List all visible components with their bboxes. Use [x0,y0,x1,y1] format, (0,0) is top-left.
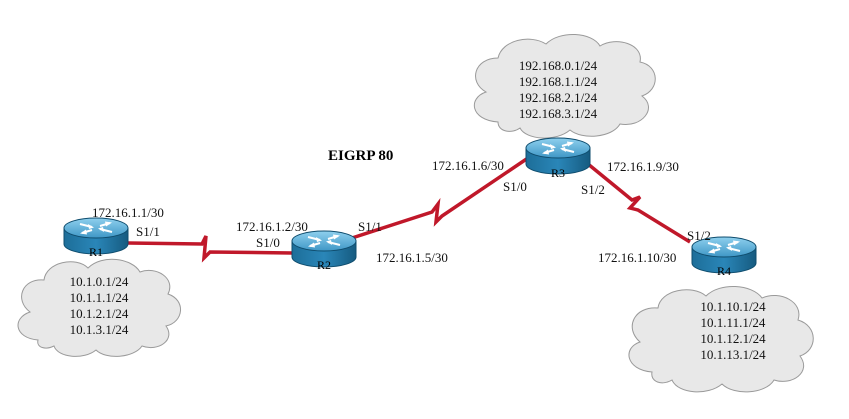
serial-link-r1-r2 [127,235,293,263]
r2-right-interface-port: S1/1 [358,219,382,234]
network-item: 10.1.13.1/24 [700,347,766,362]
r4-interface-port: S1/2 [687,228,711,243]
r2-right-interface-ip: 172.16.1.5/30 [376,250,448,265]
serial-link-r3-r4 [586,162,691,244]
r4-interface-ip: 172.16.1.10/30 [598,250,676,265]
network-item: 192.168.2.1/24 [519,90,598,105]
router-r4-label: R4 [717,264,731,278]
router-r1-label: R1 [89,245,103,259]
network-item: 10.1.2.1/24 [70,306,129,321]
router-r2-label: R2 [317,258,331,272]
r3-network-list: 192.168.0.1/24 192.168.1.1/24 192.168.2.… [519,58,598,121]
r1-interface-ip: 172.16.1.1/30 [92,205,164,220]
r1-interface-port: S1/1 [136,224,160,239]
router-r3[interactable]: R3 [525,137,591,180]
router-r3-label: R3 [551,166,565,180]
diagram-title: EIGRP 80 [328,148,393,164]
network-item: 10.1.3.1/24 [70,322,129,337]
r3-network-cloud [473,33,656,139]
r4-network-list: 10.1.10.1/24 10.1.11.1/24 10.1.12.1/24 1… [700,299,766,362]
network-item: 10.1.11.1/24 [701,315,766,330]
network-item: 192.168.3.1/24 [519,106,598,121]
r1-network-list: 10.1.0.1/24 10.1.1.1/24 10.1.2.1/24 10.1… [70,274,129,337]
r3-right-interface-ip: 172.16.1.9/30 [607,159,679,174]
network-item: 192.168.1.1/24 [519,74,598,89]
network-item: 10.1.1.1/24 [70,290,129,305]
network-item: 192.168.0.1/24 [519,58,598,73]
router-r4[interactable]: R4 [691,236,757,278]
r2-left-interface-port: S1/0 [256,235,280,250]
r3-right-interface-port: S1/2 [581,182,605,197]
r4-network-cloud [628,285,814,393]
network-item: 10.1.0.1/24 [70,274,129,289]
serial-link-r2-r3 [351,156,529,240]
r3-left-interface-port: S1/0 [503,179,527,194]
router-r2[interactable]: R2 [291,230,357,272]
r2-left-interface-ip: 172.16.1.2/30 [236,219,308,234]
r1-network-cloud [17,258,181,357]
network-item: 10.1.10.1/24 [700,299,766,314]
r3-left-interface-ip: 172.16.1.6/30 [432,158,504,173]
router-r1[interactable]: R1 [63,217,129,259]
network-item: 10.1.12.1/24 [700,331,766,346]
